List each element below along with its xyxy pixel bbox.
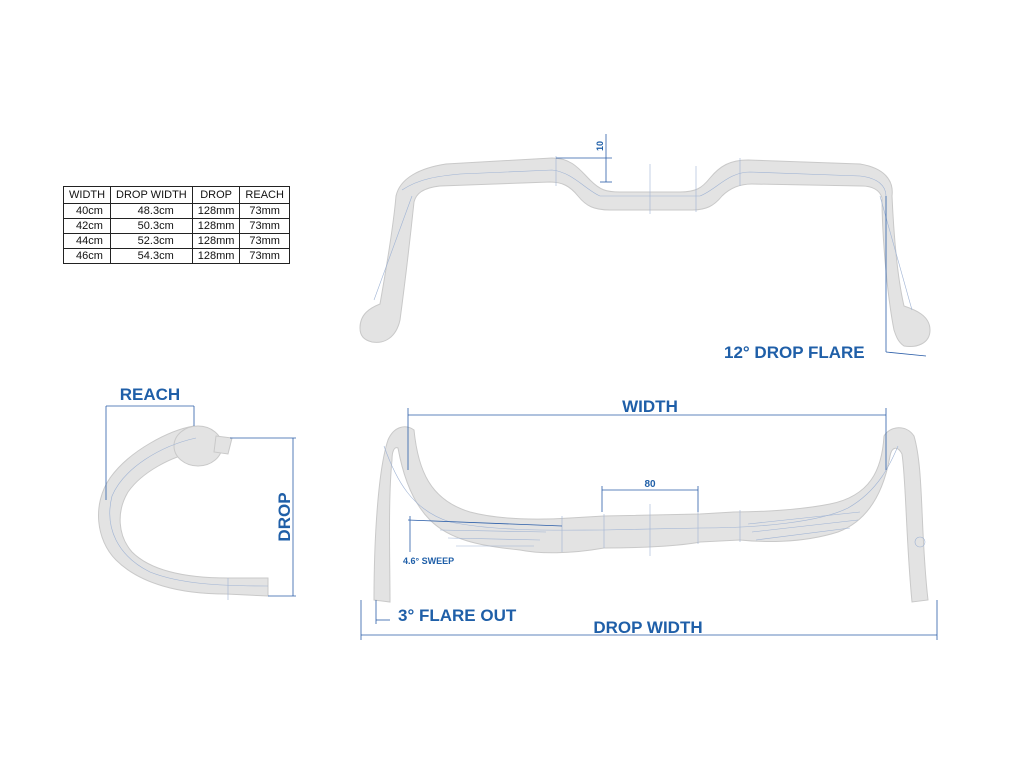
top-view-port-marker <box>914 536 926 548</box>
cell-width: 44cm <box>62 233 112 249</box>
table-row: 42cm 50.3cm 128mm 73mm <box>62 218 290 234</box>
reach-label: REACH <box>120 385 180 404</box>
table-row: 44cm 52.3cm 128mm 73mm <box>62 233 290 249</box>
cell-drop-width: 52.3cm <box>110 233 193 249</box>
drop-width-label: DROP WIDTH <box>593 618 702 637</box>
center-width-label: 80 <box>644 479 656 490</box>
cell-width: 42cm <box>62 218 112 234</box>
side-view-clamp-tab <box>213 435 233 455</box>
cell-width: 46cm <box>62 248 112 264</box>
sweep-reference-line <box>407 519 563 527</box>
handlebar-top-view: WIDTH 80 4.6° SWEEP 3° FLARE OUT DROP WI… <box>360 397 938 640</box>
sweep-label: 4.6° SWEEP <box>403 556 454 566</box>
drop-flare-angle-line <box>885 351 927 357</box>
handlebar-side-view: REACH DROP <box>98 385 296 600</box>
front-view-bar-shape <box>359 157 931 347</box>
flare-out-label: 3° FLARE OUT <box>398 606 517 625</box>
top-view-texture-right <box>747 511 861 541</box>
table-row: 46cm 54.3cm 128mm 73mm <box>62 248 290 264</box>
cell-reach: 73mm <box>239 248 290 264</box>
side-view-centerline <box>109 437 269 587</box>
width-label: WIDTH <box>622 397 678 416</box>
top-view-texture-left <box>439 529 547 547</box>
handlebar-front-view: 10 12° DROP FLARE <box>359 134 931 362</box>
front-view-section-mark <box>879 195 913 311</box>
front-view-section-mark <box>373 195 413 301</box>
cell-width: 40cm <box>62 203 112 219</box>
top-view-bar-shape <box>373 426 929 603</box>
rise-label: 10 <box>595 141 605 151</box>
drop-label: DROP <box>275 492 294 541</box>
drop-flare-label: 12° DROP FLARE <box>724 343 865 362</box>
cell-reach: 73mm <box>239 233 290 249</box>
cell-drop: 128mm <box>191 248 241 264</box>
side-view-bar-shape <box>98 425 269 597</box>
cell-drop-width: 54.3cm <box>110 248 193 264</box>
size-table: WIDTH DROP WIDTH DROP REACH 40cm 48.3cm … <box>62 186 290 264</box>
size-table-header-row: WIDTH DROP WIDTH DROP REACH <box>62 186 290 204</box>
